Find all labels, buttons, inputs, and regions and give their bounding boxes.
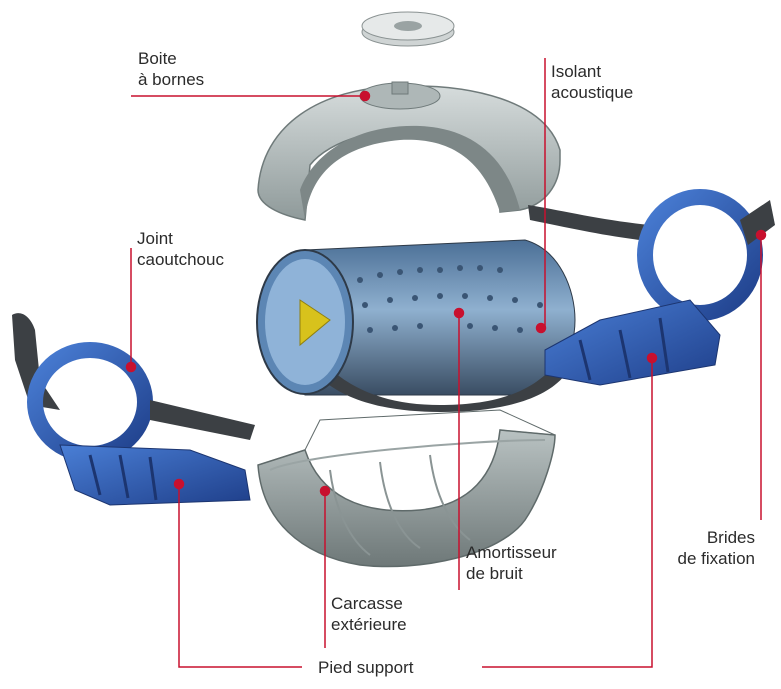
leader-dot-joint <box>125 361 137 373</box>
terminal-box-cap <box>361 11 455 47</box>
label-carcasse-line1: Carcasse <box>331 594 403 613</box>
leader-lines <box>125 58 767 668</box>
label-brides-line2: de fixation <box>677 549 756 568</box>
label-brides-line1: Brides <box>706 528 755 547</box>
label-amortisseur-line2: de bruit <box>466 564 523 583</box>
label-brides-de-fixation: Brides de fixation <box>640 527 756 569</box>
leader-dot-boite <box>359 90 371 102</box>
label-joint-line2: caoutchouc <box>137 250 224 269</box>
label-joint-caoutchouc: Joint caoutchouc <box>137 228 224 270</box>
bottom-shell <box>257 409 556 568</box>
label-isolant-line1: Isolant <box>551 62 602 81</box>
leader-dot-carcasse <box>319 485 331 497</box>
leader-pied-right <box>482 358 653 668</box>
label-joint-line1: Joint <box>137 229 173 248</box>
leader-dot-pied-left <box>173 478 185 490</box>
leader-dot-amortisseur <box>453 307 465 319</box>
label-carcasse-exterieure: Carcasse extérieure <box>331 593 407 635</box>
right-clamp-and-foot <box>528 189 775 386</box>
label-boite-a-bornes: Boite à bornes <box>138 48 204 90</box>
label-isolant-line2: acoustique <box>551 83 634 102</box>
label-amortisseur-line1: Amortisseur <box>466 543 557 562</box>
label-amortisseur-de-bruit: Amortisseur de bruit <box>466 542 557 584</box>
leader-dot-isolant <box>535 322 547 334</box>
label-boite-line1: Boite <box>138 49 177 68</box>
top-shell <box>257 81 561 221</box>
left-clamp-and-foot <box>12 313 255 506</box>
leader-pied-left <box>178 484 302 668</box>
leader-dot-pied-right <box>646 352 658 364</box>
leader-dot-brides <box>755 229 767 241</box>
label-pied-support: Pied support <box>318 658 414 677</box>
central-cylinder <box>256 239 576 412</box>
label-carcasse-line2: extérieure <box>331 615 407 634</box>
label-boite-line2: à bornes <box>138 70 205 89</box>
label-isolant-acoustique: Isolant acoustique <box>551 61 633 103</box>
